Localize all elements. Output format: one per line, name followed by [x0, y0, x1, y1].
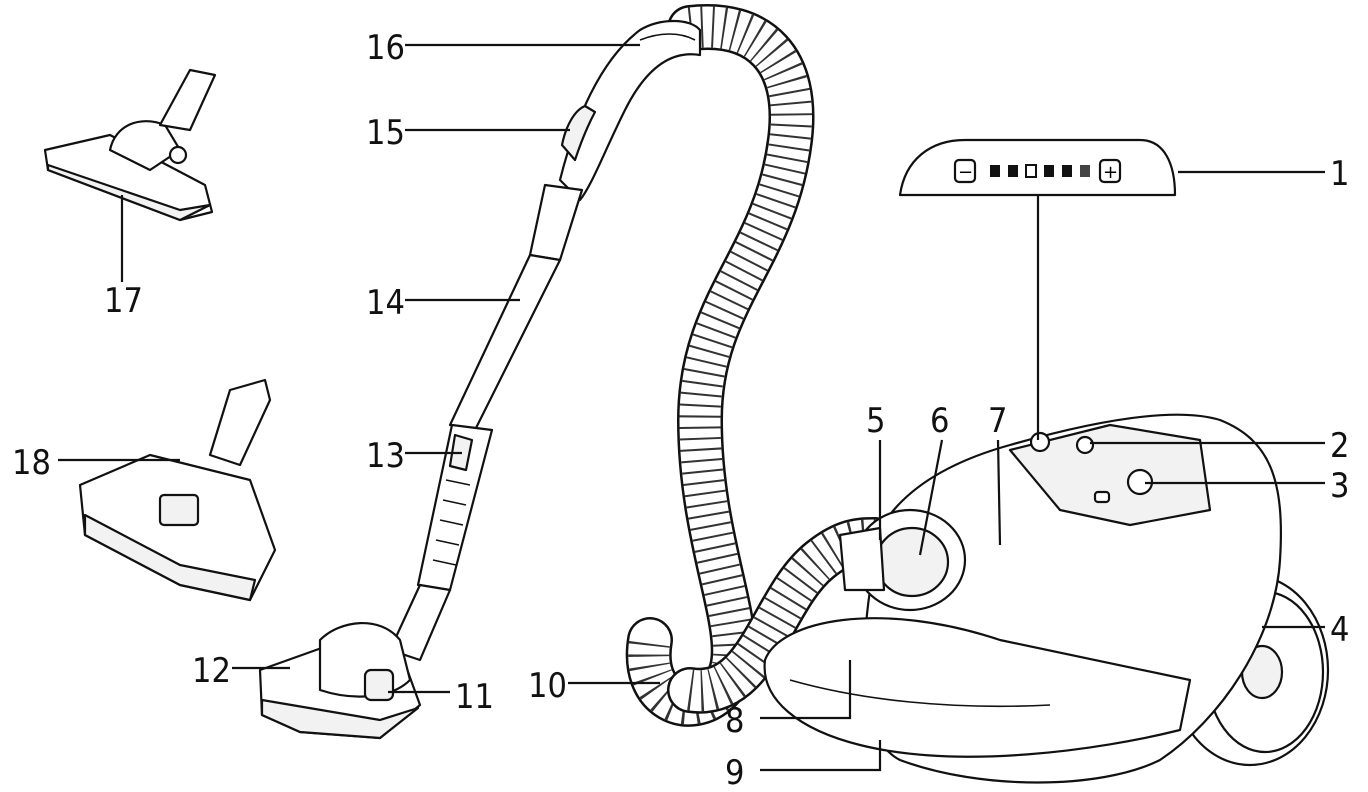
callout-12: 12: [192, 651, 231, 691]
hose-handle: [558, 20, 702, 202]
callout-16: 16: [366, 28, 405, 68]
floor-nozzle: [258, 621, 422, 740]
callout-14: 14: [366, 283, 405, 323]
callout-3: 3: [1330, 466, 1349, 506]
callout-18: 18: [12, 443, 51, 483]
turbo-nozzle-17: [43, 68, 217, 222]
callout-17: 17: [104, 281, 143, 321]
control-panel-detail: − +: [898, 138, 1177, 440]
turbo-nozzle-18: [78, 378, 277, 602]
vacuum-body: [763, 413, 1330, 784]
callout-5: 5: [866, 401, 885, 441]
callout-7: 7: [988, 401, 1007, 441]
callout-1: 1: [1330, 154, 1349, 194]
callout-8: 8: [725, 701, 744, 741]
leader-lines: [58, 43, 1325, 772]
minus-symbol: −: [958, 162, 973, 183]
callout-10: 10: [528, 666, 567, 706]
callout-6: 6: [930, 401, 949, 441]
callout-9: 9: [725, 753, 744, 792]
telescopic-tube: [388, 183, 584, 662]
plus-symbol: +: [1103, 162, 1118, 183]
callout-11: 11: [455, 677, 494, 717]
callout-2: 2: [1330, 426, 1349, 466]
callout-15: 15: [366, 113, 405, 153]
callout-4: 4: [1330, 610, 1349, 650]
callout-labels: 1 2 3 4 5 6 7 8 9 10 11 12 13 14 15 16 1…: [12, 28, 1349, 792]
callout-13: 13: [366, 436, 405, 476]
hose: [625, 4, 898, 727]
